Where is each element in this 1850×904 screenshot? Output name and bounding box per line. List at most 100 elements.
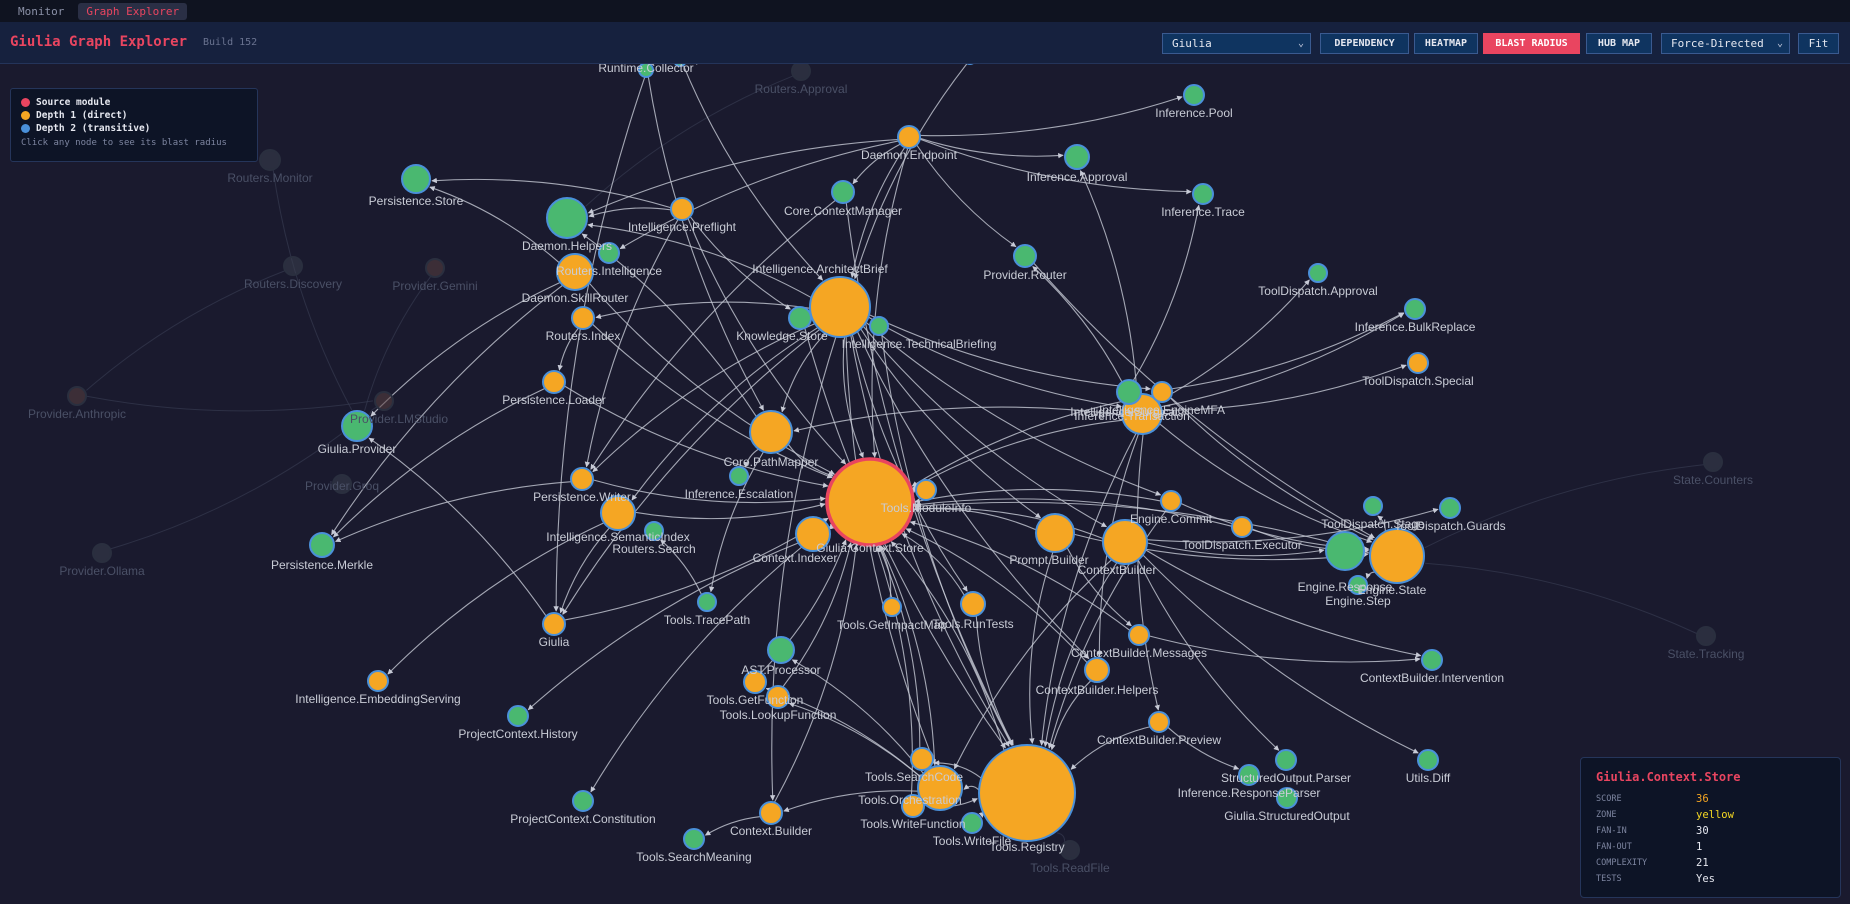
graph-edge xyxy=(1167,726,1240,770)
node-context-builder[interactable] xyxy=(759,801,783,825)
node-daemon-helpers[interactable] xyxy=(546,197,588,239)
node-engine-response[interactable] xyxy=(1325,531,1365,571)
node-contextbuilder-intervention[interactable] xyxy=(1421,649,1443,671)
node-tooldispatch-stage[interactable] xyxy=(1363,496,1383,516)
node-state-counters[interactable] xyxy=(1703,452,1723,472)
blast-radius-button[interactable]: BLAST RADIUS xyxy=(1483,33,1580,54)
node-provider-groq[interactable] xyxy=(332,474,352,494)
node-context-indexer[interactable] xyxy=(795,516,831,552)
node-giulia-structuredoutput[interactable] xyxy=(1276,787,1298,809)
node-tools-registry[interactable] xyxy=(978,744,1076,842)
hub-map-button[interactable]: HUB MAP xyxy=(1586,33,1652,54)
node-engine-step[interactable] xyxy=(1348,575,1368,595)
node-provider-gemini[interactable] xyxy=(425,258,445,278)
node-core-pathmapper[interactable] xyxy=(749,410,793,454)
node-tooldispatch-executor[interactable] xyxy=(1231,516,1253,538)
info-key: FAN-IN xyxy=(1596,826,1627,836)
graph-edge xyxy=(856,331,1090,659)
node-routers-intelligence[interactable] xyxy=(598,242,620,264)
node-tools-runtests[interactable] xyxy=(960,591,986,617)
node-intelligence-surgical[interactable] xyxy=(1116,379,1142,405)
layout-select[interactable]: Force-Directed ⌄ xyxy=(1661,33,1790,54)
node-projectcontext-history[interactable] xyxy=(507,705,529,727)
node-utils-diff[interactable] xyxy=(1417,749,1439,771)
node-prompt-builder[interactable] xyxy=(1035,513,1075,553)
project-select[interactable]: Giulia ⌄ xyxy=(1162,33,1311,54)
node-state-tracking[interactable] xyxy=(1696,626,1716,646)
node-label: ContextBuilder.Helpers xyxy=(1036,683,1159,697)
node-tooldispatch-guards[interactable] xyxy=(1439,497,1461,519)
node-provider-ollama[interactable] xyxy=(92,543,112,563)
info-key: SCORE xyxy=(1596,794,1622,804)
node-tools-writefile[interactable] xyxy=(961,812,983,834)
node-daemon-endpoint[interactable] xyxy=(897,125,921,149)
node-inference-escalation[interactable] xyxy=(729,466,749,486)
node-tools-searchcode[interactable] xyxy=(910,747,934,771)
node-daemon-skillrouter[interactable] xyxy=(556,253,594,291)
node-label: Context.Indexer xyxy=(753,551,838,565)
node-runtime-collector[interactable] xyxy=(638,64,654,78)
node-provider-router[interactable] xyxy=(1013,244,1037,268)
graph-edge xyxy=(585,75,794,207)
node-intelligence-semanticindex[interactable] xyxy=(600,495,636,531)
node-knowledge-store[interactable] xyxy=(788,306,812,330)
dependency-graph-canvas[interactable]: Giulia.Context.StoreIntelligence.Archite… xyxy=(0,64,1850,904)
graph-edge xyxy=(109,433,343,550)
node-inference-approval[interactable] xyxy=(1064,144,1090,170)
node-engine-commit[interactable] xyxy=(1160,490,1182,512)
node-persistence-store[interactable] xyxy=(401,164,431,194)
node-persistence-merkle[interactable] xyxy=(309,532,335,558)
node-core-contextmanager[interactable] xyxy=(831,180,855,204)
node-structuredoutput-parser[interactable] xyxy=(1275,749,1297,771)
node-tools-writefunction[interactable] xyxy=(901,794,925,818)
node-inference-responseparser[interactable] xyxy=(1238,764,1260,786)
node-provider-anthropic[interactable] xyxy=(67,386,87,406)
graph-edge xyxy=(901,533,965,596)
node-contextbuilder-preview[interactable] xyxy=(1148,711,1170,733)
node-tools-readfile[interactable] xyxy=(1060,840,1080,860)
node-intelligence-preflight[interactable] xyxy=(670,197,694,221)
node-giulia-context-store[interactable] xyxy=(825,457,915,547)
node-intelligence-enginemfa[interactable] xyxy=(1151,381,1173,403)
node-persistence-loader[interactable] xyxy=(542,370,566,394)
node-intelligence-technicalbriefing[interactable] xyxy=(869,316,889,336)
node-giulia-provider[interactable] xyxy=(341,410,373,442)
dependency-button[interactable]: DEPENDENCY xyxy=(1320,33,1409,54)
node-intelligence-embeddingserving[interactable] xyxy=(367,670,389,692)
node-tools-lookupfunction[interactable] xyxy=(766,685,790,709)
graph-edge xyxy=(953,559,1113,770)
node-routers-monitor[interactable] xyxy=(259,149,281,171)
node-giulia[interactable] xyxy=(542,612,566,636)
node-inference-bulkreplace[interactable] xyxy=(1404,298,1426,320)
node-tools-getfunction[interactable] xyxy=(743,670,767,694)
node-inference-pool[interactable] xyxy=(1183,84,1205,106)
node-tools-orchestration[interactable] xyxy=(917,765,963,811)
node-tooldispatch-approval[interactable] xyxy=(1308,263,1328,283)
fit-button[interactable]: Fit xyxy=(1798,33,1839,54)
tab-monitor[interactable]: Monitor xyxy=(18,4,65,18)
node-routers-search[interactable] xyxy=(644,521,664,541)
node-projectcontext-constitution[interactable] xyxy=(572,790,594,812)
node-tools-getimpactmap[interactable] xyxy=(882,597,902,617)
node-provider-lmstudio[interactable] xyxy=(374,391,394,411)
node-runtime-inspector[interactable] xyxy=(674,64,686,67)
node-tools-tracepath[interactable] xyxy=(697,592,717,612)
node-engine-state[interactable] xyxy=(1369,528,1425,584)
node-routers-approval[interactable] xyxy=(791,64,811,81)
node-routers-index[interactable] xyxy=(571,306,595,330)
graph-edge xyxy=(744,448,759,468)
node-contextbuilder[interactable] xyxy=(1102,519,1148,565)
node-contextbuilder-helpers[interactable] xyxy=(1084,657,1110,683)
heatmap-button[interactable]: HEATMAP xyxy=(1414,33,1478,54)
node-ast-processor[interactable] xyxy=(767,636,795,664)
graph-edge xyxy=(553,76,646,612)
node-inference-trace[interactable] xyxy=(1192,183,1214,205)
node-routers-discovery[interactable] xyxy=(283,256,303,276)
node-tools-searchmeaning[interactable] xyxy=(683,828,705,850)
node-intelligence-architectbrief[interactable] xyxy=(809,276,871,338)
node-tooldispatch-special[interactable] xyxy=(1407,352,1429,374)
node-contextbuilder-messages[interactable] xyxy=(1128,624,1150,646)
tab-graph-explorer[interactable]: Graph Explorer xyxy=(78,2,188,20)
node-persistence-writer[interactable] xyxy=(570,467,594,491)
node-tools-moduleinfo[interactable] xyxy=(915,479,937,501)
